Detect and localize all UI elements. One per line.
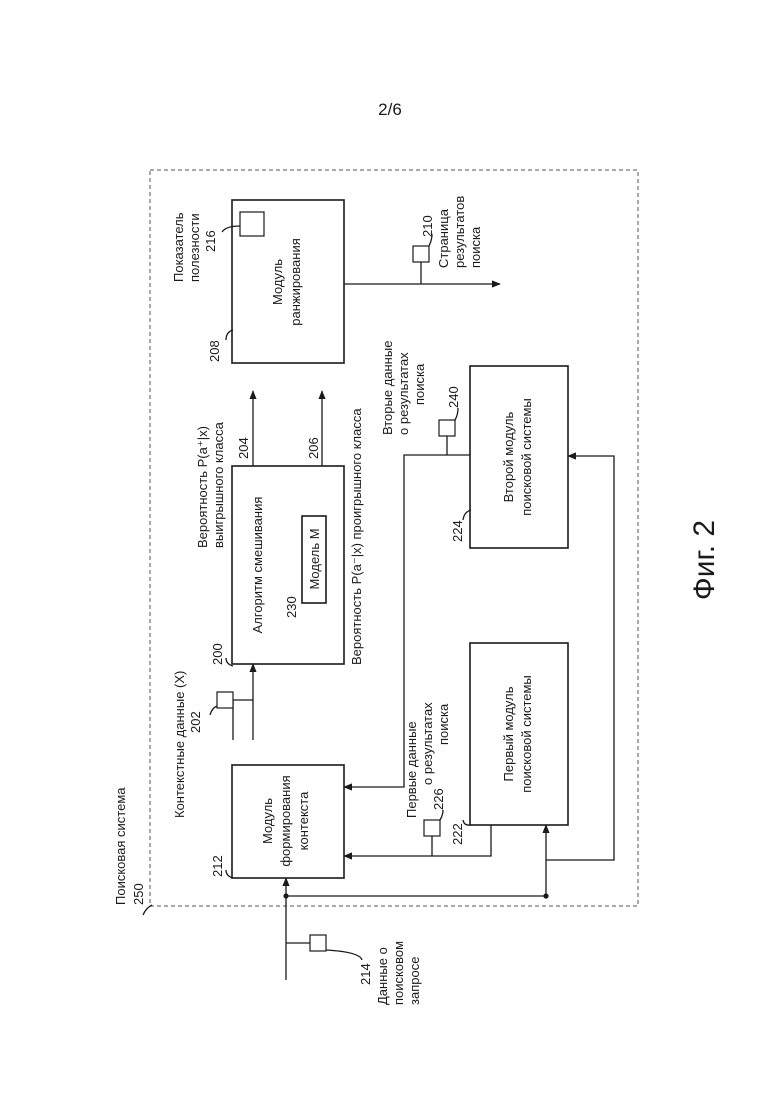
second-results-ref: 240	[446, 386, 461, 408]
win-prob-ref: 204	[236, 437, 251, 459]
mixing-algorithm-label: Алгоритм смешивания	[250, 497, 265, 634]
first-results-ref: 226	[431, 788, 446, 810]
results-page-line-1: Страница	[436, 208, 451, 268]
mixing-algorithm	[232, 466, 344, 664]
search-system-ref: 250	[131, 883, 146, 905]
second-results-line-2: о результатах	[396, 352, 411, 435]
results-page-line-2: результатов	[452, 196, 467, 268]
search-system-leader	[143, 905, 152, 915]
model-m-ref: 230	[284, 596, 299, 618]
context-module-line-1: Модуль	[260, 798, 275, 844]
context-module-line-3: контекста	[296, 791, 311, 850]
mixing-algorithm-ref: 200	[210, 643, 225, 665]
first-results-arrow	[344, 825, 491, 856]
first-results-leader	[440, 810, 443, 820]
context-data-box	[217, 692, 233, 708]
usefulness-indicator	[240, 212, 264, 236]
second-engine-line-1: Второй модуль	[501, 411, 516, 502]
query-ref: 214	[358, 963, 373, 985]
second-results-line-1: Вторые данные	[380, 341, 395, 435]
second-results-leader	[455, 408, 458, 420]
query-line-2: поисковом	[391, 941, 406, 1005]
query-box	[310, 935, 326, 951]
ranking-module-line-2: ранжирования	[288, 238, 303, 326]
first-engine-ref: 222	[450, 823, 465, 845]
model-m-label: Модель M	[307, 528, 322, 589]
first-engine-line-2: поисковой системы	[519, 675, 534, 793]
first-results-line-3: поиска	[436, 703, 451, 745]
first-results-box	[424, 820, 440, 836]
ranking-module-ref: 208	[207, 340, 222, 362]
first-results-line-2: о результатах	[420, 702, 435, 785]
context-data-label: Контекстные данные (X)	[172, 671, 187, 818]
ranking-module-line-1: Модуль	[270, 259, 285, 305]
usefulness-line-2: полезности	[187, 213, 202, 282]
context-data-ref: 202	[188, 711, 203, 733]
first-engine-line-1: Первый модуль	[501, 686, 516, 781]
usefulness-ref: 216	[203, 230, 218, 252]
page-number: 2/6	[378, 100, 402, 119]
win-prob-line-1: Вeроятность P(a⁺|x)	[195, 426, 210, 548]
query-leader	[326, 950, 362, 960]
first-results-line-1: Первые данные	[404, 721, 419, 818]
lose-prob-label: Вероятность P(a⁻|x) проигрышного класса	[349, 408, 364, 665]
context-module-line-2: формирования	[278, 775, 293, 866]
win-prob-line-2: выигрышного класса	[211, 421, 226, 548]
results-page-ref: 210	[420, 215, 435, 237]
results-page-line-3: поиска	[468, 226, 483, 268]
second-engine-line-2: поисковой системы	[519, 398, 534, 516]
context-data-leader	[210, 706, 217, 715]
query-line-1: Данные о	[375, 947, 390, 1005]
usefulness-line-1: Показатель	[171, 212, 186, 282]
figure-caption: Фиг. 2	[688, 520, 721, 600]
lose-prob-ref: 206	[306, 437, 321, 459]
second-results-line-3: поиска	[412, 363, 427, 405]
second-engine-ref: 224	[450, 520, 465, 542]
results-page-box	[413, 246, 429, 262]
search-system-title: Поисковая система	[113, 787, 128, 905]
query-line-3: запросе	[407, 957, 422, 1005]
second-results-box	[439, 420, 455, 436]
context-module-ref: 212	[210, 855, 225, 877]
